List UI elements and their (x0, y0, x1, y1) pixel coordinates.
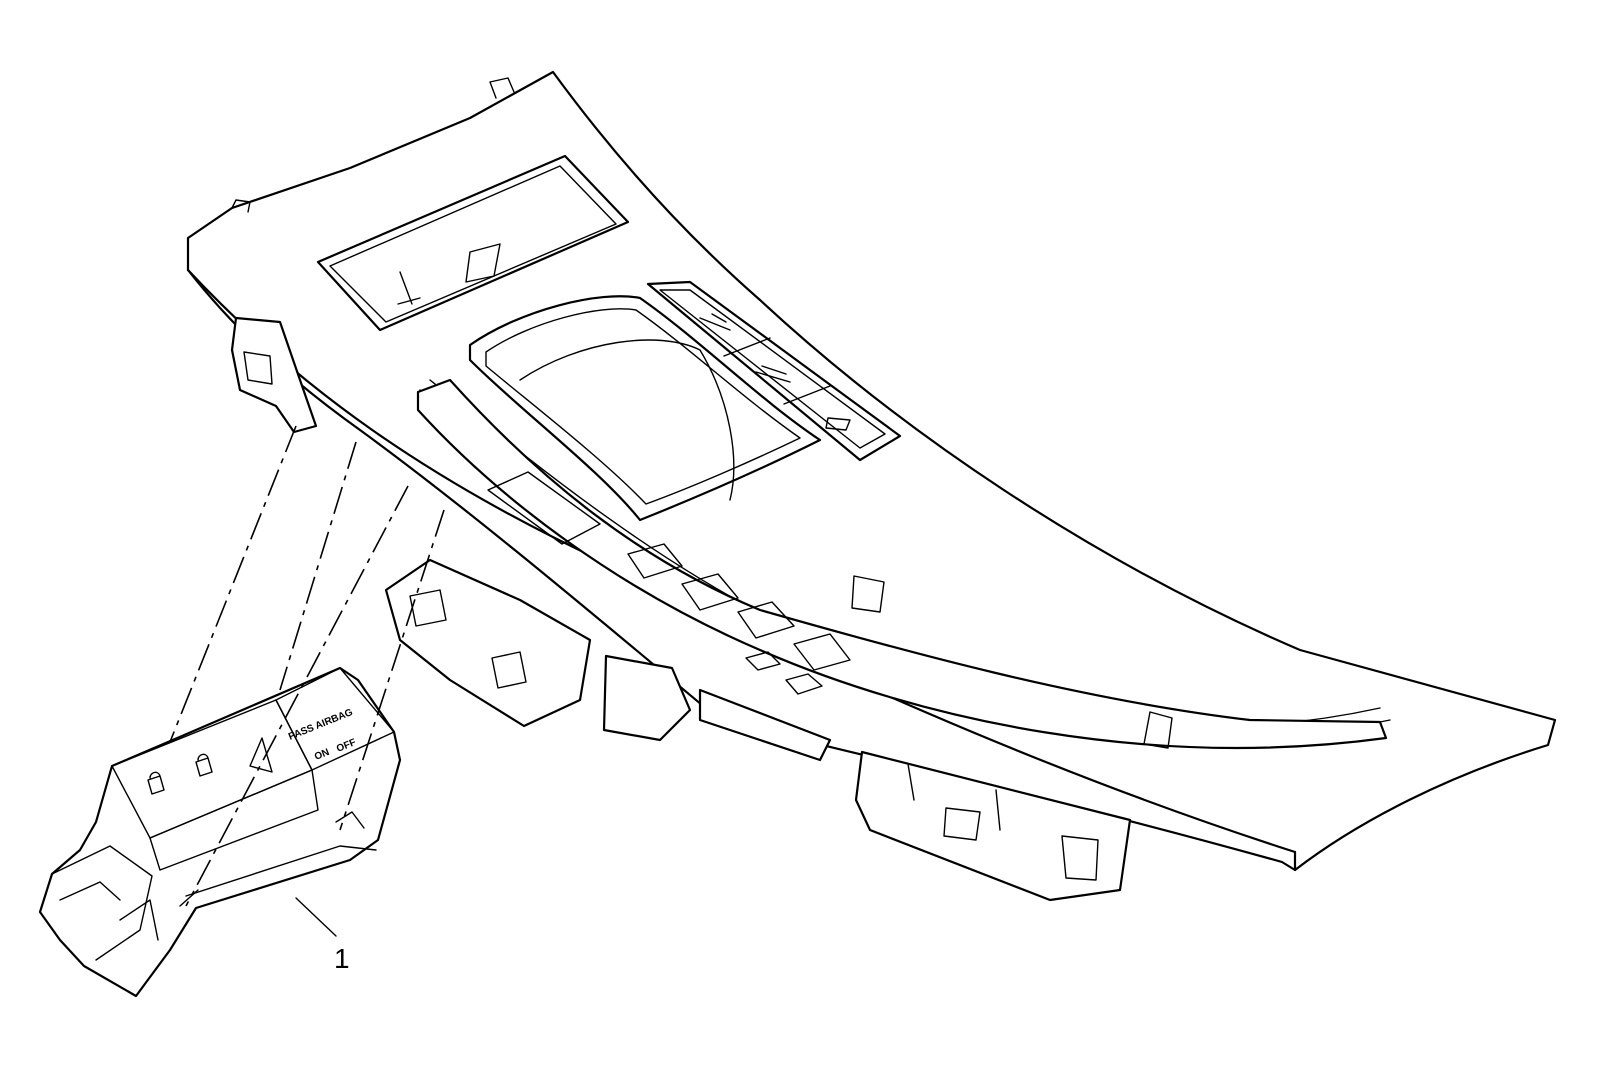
console-trim-plate (186, 70, 1557, 872)
callout-1-label: 1 (334, 943, 350, 974)
callout-1: 1 (295, 897, 350, 974)
alignment-lines (169, 425, 445, 907)
switch-assembly: PASS AIRBAG ON OFF (38, 666, 402, 998)
hazard-icon (249, 737, 273, 773)
lower-control-window (416, 378, 1388, 749)
lock-icon (147, 771, 165, 795)
callout-1-leader (295, 897, 337, 937)
shifter-opening (468, 295, 822, 522)
unlock-icon (195, 753, 213, 777)
storage-pocket (316, 154, 630, 332)
airbag-on-label: ON (313, 747, 331, 763)
trim-clips (230, 316, 1132, 902)
